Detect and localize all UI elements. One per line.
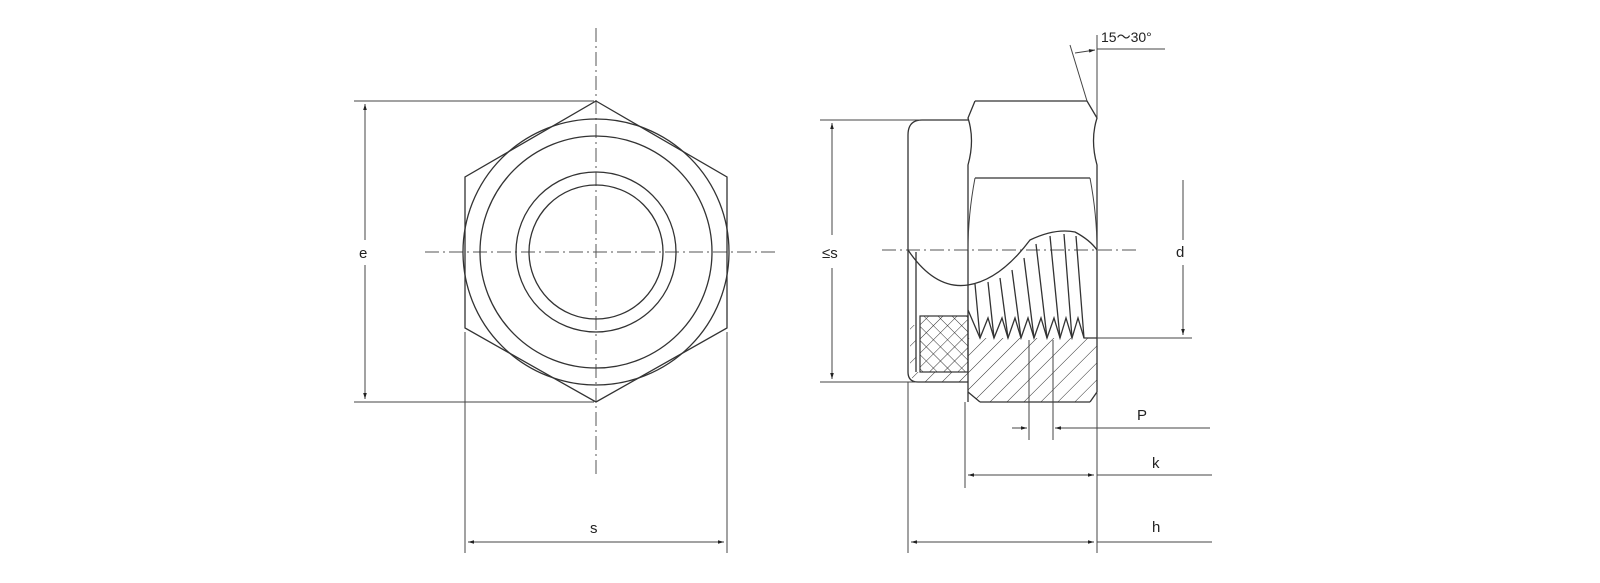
chamfer-circle: [462, 118, 730, 386]
side-section-view: ≤s d P k h: [820, 29, 1212, 553]
label-s-max: ≤s: [822, 245, 838, 262]
section-break-curve: [907, 230, 1098, 287]
bearing-face-circle: [479, 135, 713, 369]
label-k: k: [1152, 455, 1160, 472]
dimension-chamfer-angle: 15～30°: [1069, 29, 1165, 118]
label-h: h: [1152, 519, 1160, 536]
label-d: d: [1176, 244, 1184, 261]
collar-outline: [907, 119, 968, 383]
dimension-k: k: [964, 392, 1212, 553]
hex-outline: [464, 100, 728, 403]
hex-body-right: [975, 100, 1098, 338]
label-angle: 15～30°: [1101, 29, 1152, 45]
dimension-s: s: [464, 332, 728, 553]
dimension-e: e: [354, 100, 594, 403]
dimension-p: P: [1012, 340, 1210, 440]
label-p: P: [1137, 407, 1147, 424]
label-e: e: [359, 245, 367, 262]
dimension-h: h: [907, 382, 1212, 553]
front-view: e s: [354, 28, 775, 553]
dimension-s-max: ≤s: [820, 119, 920, 383]
hex-body-left: [967, 100, 976, 402]
thread-minor-circle: [528, 184, 664, 320]
dimension-d: d: [1097, 180, 1192, 339]
label-s: s: [590, 520, 598, 537]
nylon-insert: [919, 315, 969, 373]
thread-major-circle: [515, 171, 677, 333]
metal-section-hatching: [910, 325, 1098, 403]
